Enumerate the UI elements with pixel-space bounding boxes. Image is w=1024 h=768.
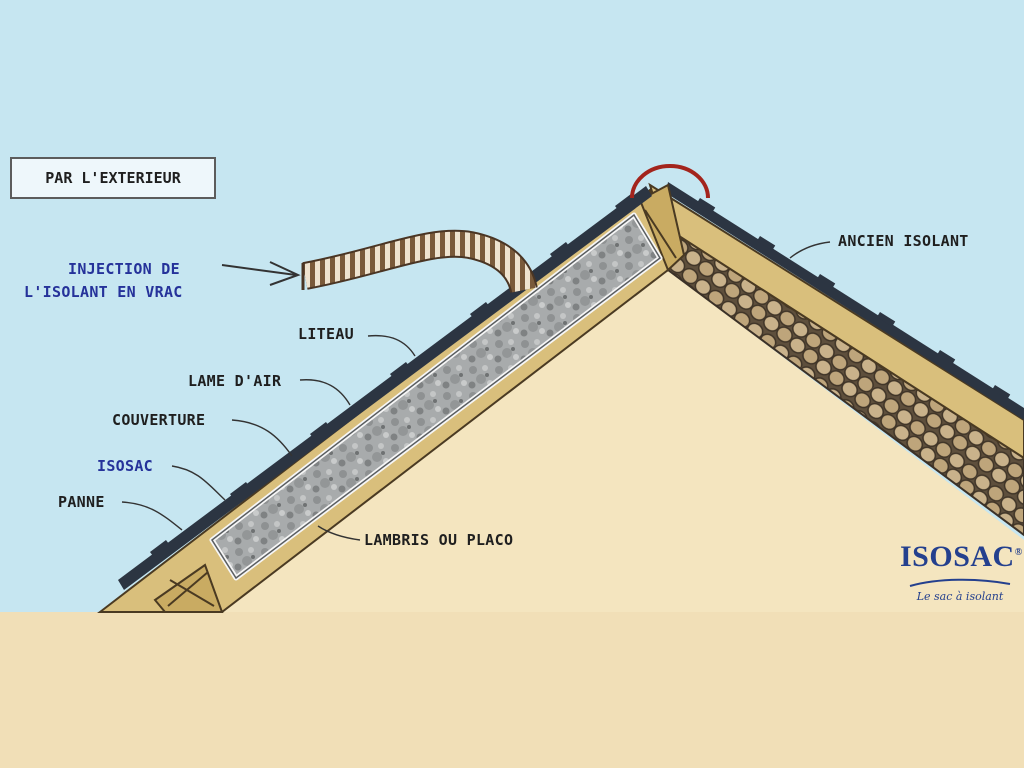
label-panne: PANNE	[58, 493, 105, 511]
interior-wall	[222, 270, 1024, 612]
leader-lines	[121, 241, 831, 541]
isosac-outline	[211, 213, 661, 580]
ridge-arc-icon	[630, 164, 710, 199]
title-box: PAR L'EXTERIEUR	[10, 157, 216, 199]
logo-name: ISOSAC	[900, 540, 1015, 573]
logo-tagline: Le sac à isolant	[916, 590, 1004, 603]
label-lambris: LAMBRIS OU PLACO	[364, 531, 514, 549]
label-liteau: LITEAU	[298, 325, 354, 343]
registered-mark-icon: ®	[1014, 547, 1023, 558]
isosac-logo: ISOSAC® Le sac à isolant	[900, 540, 1023, 610]
label-injection-line1: INJECTION DE	[68, 260, 180, 278]
label-isosac: ISOSAC	[97, 457, 153, 475]
ridge-block	[638, 183, 686, 272]
right-tile-steps	[696, 198, 1011, 400]
label-couverture: COUVERTURE	[112, 411, 206, 429]
title-text: PAR L'EXTERIEUR	[45, 169, 181, 187]
left-tile-steps	[149, 193, 635, 557]
ground	[0, 612, 1024, 768]
logo-swoosh	[909, 578, 1011, 587]
right-roof-cover	[666, 182, 1024, 420]
label-lame-air: LAME D'AIR	[188, 372, 282, 390]
arrow-icon	[221, 261, 301, 286]
label-ancien-isolant: ANCIEN ISOLANT	[838, 232, 969, 250]
label-injection-line2: L'ISOLANT EN VRAC	[24, 283, 183, 301]
